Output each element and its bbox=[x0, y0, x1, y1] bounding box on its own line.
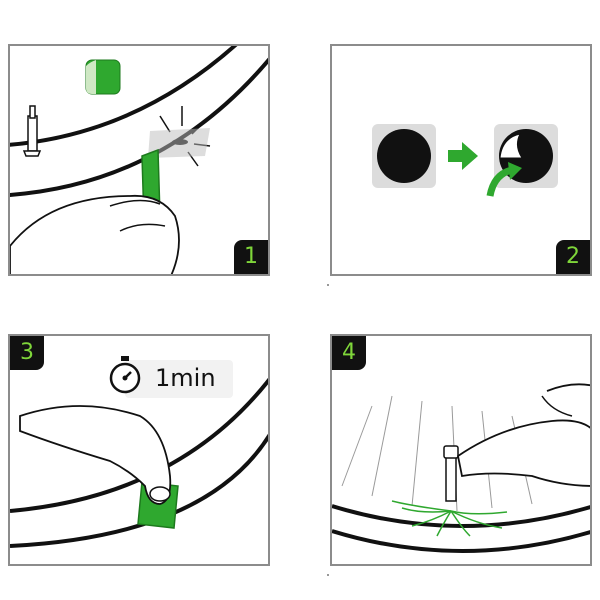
puncture-hole bbox=[148, 106, 211, 167]
step-1-panel: 1 bbox=[8, 44, 270, 276]
step-2-illustration bbox=[372, 124, 558, 197]
separator-dot bbox=[327, 574, 329, 576]
timer-label: 1min bbox=[155, 364, 216, 392]
valve-icon bbox=[443, 445, 459, 502]
step-number-badge: 1 bbox=[234, 240, 268, 274]
stopwatch-icon bbox=[109, 356, 141, 394]
separator-dot bbox=[327, 284, 329, 286]
step-number-badge: 3 bbox=[10, 336, 44, 370]
step-1-illustration bbox=[10, 46, 268, 274]
tire-inner-arc bbox=[10, 57, 268, 197]
valve-icon bbox=[22, 105, 42, 157]
step-number-badge: 4 bbox=[332, 336, 366, 370]
timer-background bbox=[125, 360, 233, 398]
step-4-illustration bbox=[332, 383, 590, 553]
air-burst-lines bbox=[391, 500, 508, 537]
arrow-right-icon bbox=[448, 142, 478, 170]
step-3-illustration bbox=[10, 356, 268, 548]
patch-icon bbox=[85, 59, 121, 95]
step-4-panel: 4 bbox=[330, 334, 592, 566]
hand-icon bbox=[19, 405, 172, 505]
tire-outer-arc bbox=[10, 46, 238, 147]
hand-icon bbox=[457, 419, 590, 487]
step-3-panel: 1min 3 bbox=[8, 334, 270, 566]
hand-icon bbox=[10, 194, 180, 274]
step-2-panel: 2 bbox=[330, 44, 592, 276]
step-number-badge: 2 bbox=[556, 240, 590, 274]
patch-icon bbox=[377, 129, 431, 183]
